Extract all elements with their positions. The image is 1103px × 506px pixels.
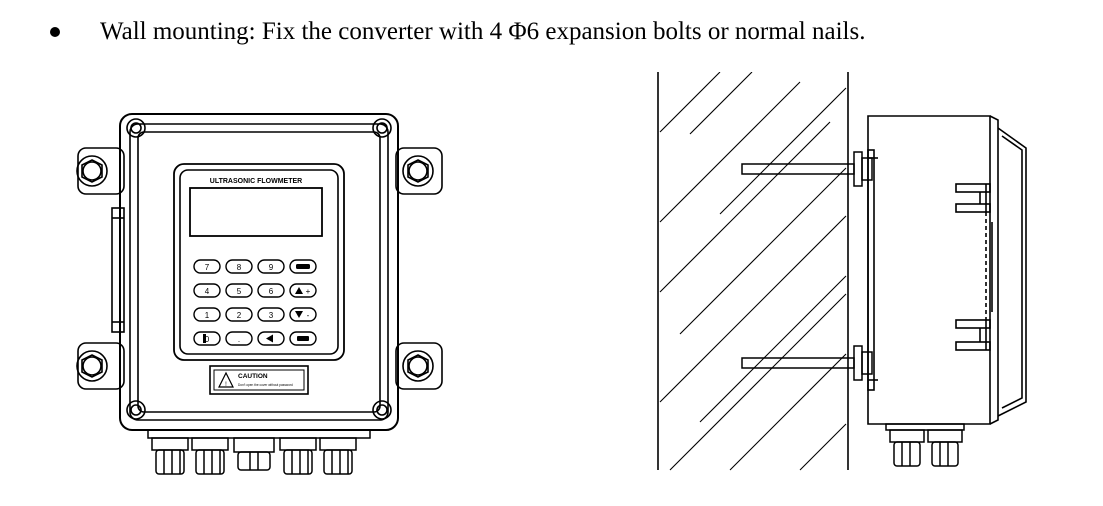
- key-3-label: 3: [269, 311, 274, 320]
- menu-key-icon: [296, 264, 310, 269]
- key-4: [193, 283, 221, 298]
- left-upper-mounting-ear: [76, 147, 125, 195]
- right-lower-mounting-ear: [395, 342, 443, 390]
- key-8: [225, 259, 253, 274]
- key-1-label: 1: [205, 311, 210, 320]
- up-plus-key: [289, 283, 317, 298]
- up-plus-key-icon: +: [295, 287, 311, 296]
- side-gland-2: [927, 429, 963, 467]
- caution-title: CAUTION: [238, 373, 268, 380]
- warning-triangle-icon: [218, 371, 234, 388]
- key-dot: [225, 331, 253, 346]
- svg-text:+: +: [306, 287, 311, 296]
- key-2-label: 2: [237, 311, 242, 320]
- svg-text:-: -: [307, 311, 310, 320]
- key-8-label: 8: [237, 263, 242, 272]
- menu-key: [289, 259, 317, 274]
- key-1: [193, 307, 221, 322]
- panel-title: ULTRASONIC FLOWMETER: [210, 178, 302, 185]
- key-5: [225, 283, 253, 298]
- wall-hatching: [659, 72, 847, 471]
- enter-key: [289, 331, 317, 346]
- key-6-label: 6: [269, 287, 274, 296]
- key-2: [225, 307, 253, 322]
- instruction-text: Wall mounting: Fix the converter with 4 …: [100, 18, 866, 45]
- converter-front-view: ULTRASONIC FLOWMETER 7 8 9 4 5 6 1 2 3 0…: [76, 113, 443, 475]
- key-0: [193, 331, 221, 346]
- cable-gland-5: [319, 437, 357, 475]
- keypad: [193, 259, 317, 346]
- cable-gland-1: [151, 437, 189, 475]
- key-3: [257, 307, 285, 322]
- key-dot-label: .: [238, 335, 240, 344]
- lower-hinge: [955, 319, 991, 351]
- converter-side-view: [657, 72, 1027, 471]
- key-9: [257, 259, 285, 274]
- side-gland-1: [889, 429, 925, 467]
- left-lower-mounting-ear: [76, 342, 125, 390]
- key-4-label: 4: [205, 287, 210, 296]
- cable-gland-3: [233, 437, 275, 471]
- upper-hinge: [955, 183, 991, 213]
- bullet-icon: [50, 27, 60, 37]
- key-0-mark: [203, 334, 206, 343]
- key-5-label: 5: [237, 287, 242, 296]
- lower-expansion-bolt: [741, 345, 873, 381]
- cable-gland-2: [191, 437, 229, 475]
- key-9-label: 9: [269, 263, 274, 272]
- side-cable-glands: [885, 423, 965, 467]
- cable-glands: [147, 429, 371, 475]
- key-6: [257, 283, 285, 298]
- lcd-display: [189, 187, 323, 237]
- cable-gland-4: [279, 437, 317, 475]
- wall-section: [657, 72, 849, 471]
- key-7-label: 7: [205, 263, 210, 272]
- mounting-instruction: Wall mounting: Fix the converter with 4 …: [50, 14, 865, 50]
- down-minus-key-icon: -: [295, 311, 310, 320]
- left-arrow-key-icon: [266, 334, 273, 343]
- right-upper-mounting-ear: [395, 147, 443, 195]
- caution-label: ! CAUTION Don't open the cover without p…: [209, 365, 309, 395]
- key-7: [193, 259, 221, 274]
- enclosure-side-profile: [867, 115, 1027, 425]
- enter-key-icon: [297, 336, 309, 341]
- left-arrow-key: [257, 331, 285, 346]
- upper-expansion-bolt: [741, 151, 873, 187]
- key-0-label: 0: [205, 335, 210, 344]
- svg-text:!: !: [225, 382, 227, 388]
- caution-text: Don't open the cover without password: [238, 383, 293, 387]
- down-minus-key: [289, 307, 317, 322]
